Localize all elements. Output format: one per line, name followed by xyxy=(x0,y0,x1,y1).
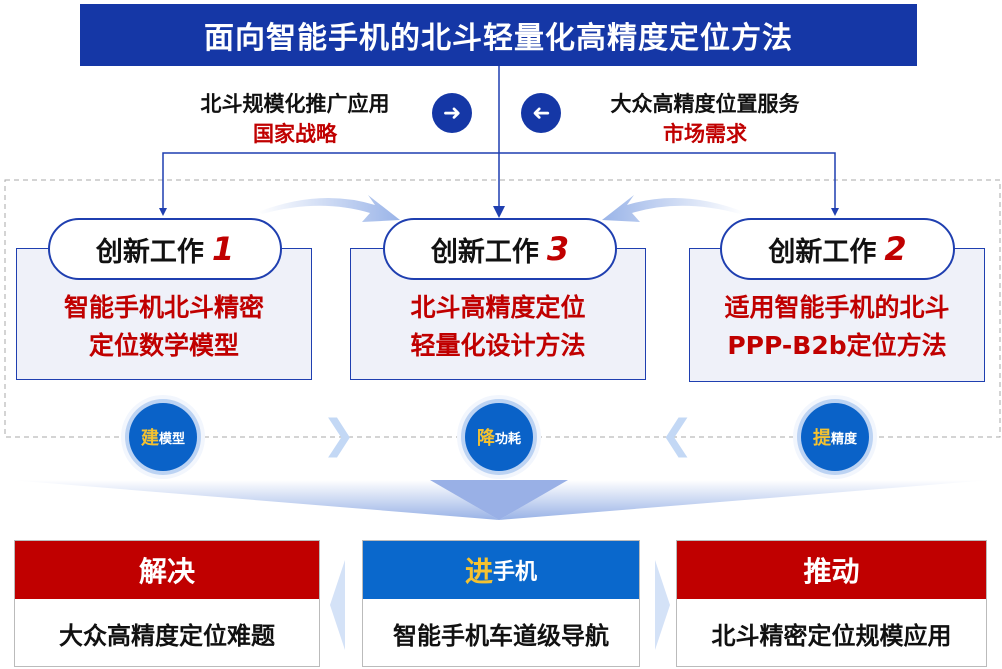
outcome-promote: 推动 北斗精密定位规模应用 xyxy=(676,540,987,667)
work-3-line1: 北斗高精度定位 xyxy=(410,293,586,322)
goal-text: 功耗 xyxy=(494,431,521,447)
outcome-text: 智能手机车道级导航 xyxy=(393,621,609,650)
outcome-head: 推动 xyxy=(677,541,986,599)
right-driver-text: 大众高精度位置服务 xyxy=(610,92,800,116)
work-label: 创新工作 xyxy=(95,236,204,268)
work-2-line2: PPP-B2b定位方法 xyxy=(727,331,947,360)
work-label: 创新工作 xyxy=(768,236,877,268)
work-number: 3 xyxy=(546,230,570,268)
outcome-head: 进手机 xyxy=(363,541,639,599)
outcome-head-text: 手机 xyxy=(493,560,538,585)
right-driver-label: 市场需求 xyxy=(663,122,747,146)
outcome-text: 大众高精度定位难题 xyxy=(59,621,275,650)
page-title: 面向智能手机的北斗轻量化高精度定位方法 xyxy=(80,4,917,66)
work-3-line2: 轻量化设计方法 xyxy=(410,331,586,360)
outcome-head-highlight: 进 xyxy=(464,555,493,588)
outcome-text: 北斗精密定位规模应用 xyxy=(711,621,952,650)
goal-text: 模型 xyxy=(158,431,185,447)
chevron-right-icon: ❯ xyxy=(322,412,356,458)
goal-highlight: 提 xyxy=(812,428,831,449)
work-label: 创新工作 xyxy=(430,236,539,268)
work-number: 1 xyxy=(211,230,235,268)
arrow-right-icon: ➜ xyxy=(432,93,472,133)
left-driver-text: 北斗规模化推广应用 xyxy=(200,92,390,116)
outcome-solve: 解决 大众高精度定位难题 xyxy=(14,540,320,667)
work-2-line1: 适用智能手机的北斗 xyxy=(724,293,950,322)
goal-reduce-power: 降功耗 xyxy=(465,403,533,471)
outcome-phone: 进手机 智能手机车道级导航 xyxy=(362,540,640,667)
work-1-line2: 定位数学模型 xyxy=(88,331,239,360)
goal-highlight: 降 xyxy=(476,428,495,449)
goal-build-model: 建模型 xyxy=(129,403,197,471)
goal-highlight: 建 xyxy=(140,428,159,449)
work-1-line1: 智能手机北斗精密 xyxy=(63,293,264,322)
goal-text: 精度 xyxy=(830,431,857,447)
work-number: 2 xyxy=(884,230,907,268)
left-driver-label: 国家战略 xyxy=(253,122,337,146)
arrow-left-icon: ➜ xyxy=(521,93,561,133)
goal-improve-accuracy: 提精度 xyxy=(801,403,869,471)
chevron-left-icon: ❮ xyxy=(660,412,694,458)
outcome-head: 解决 xyxy=(15,541,319,599)
